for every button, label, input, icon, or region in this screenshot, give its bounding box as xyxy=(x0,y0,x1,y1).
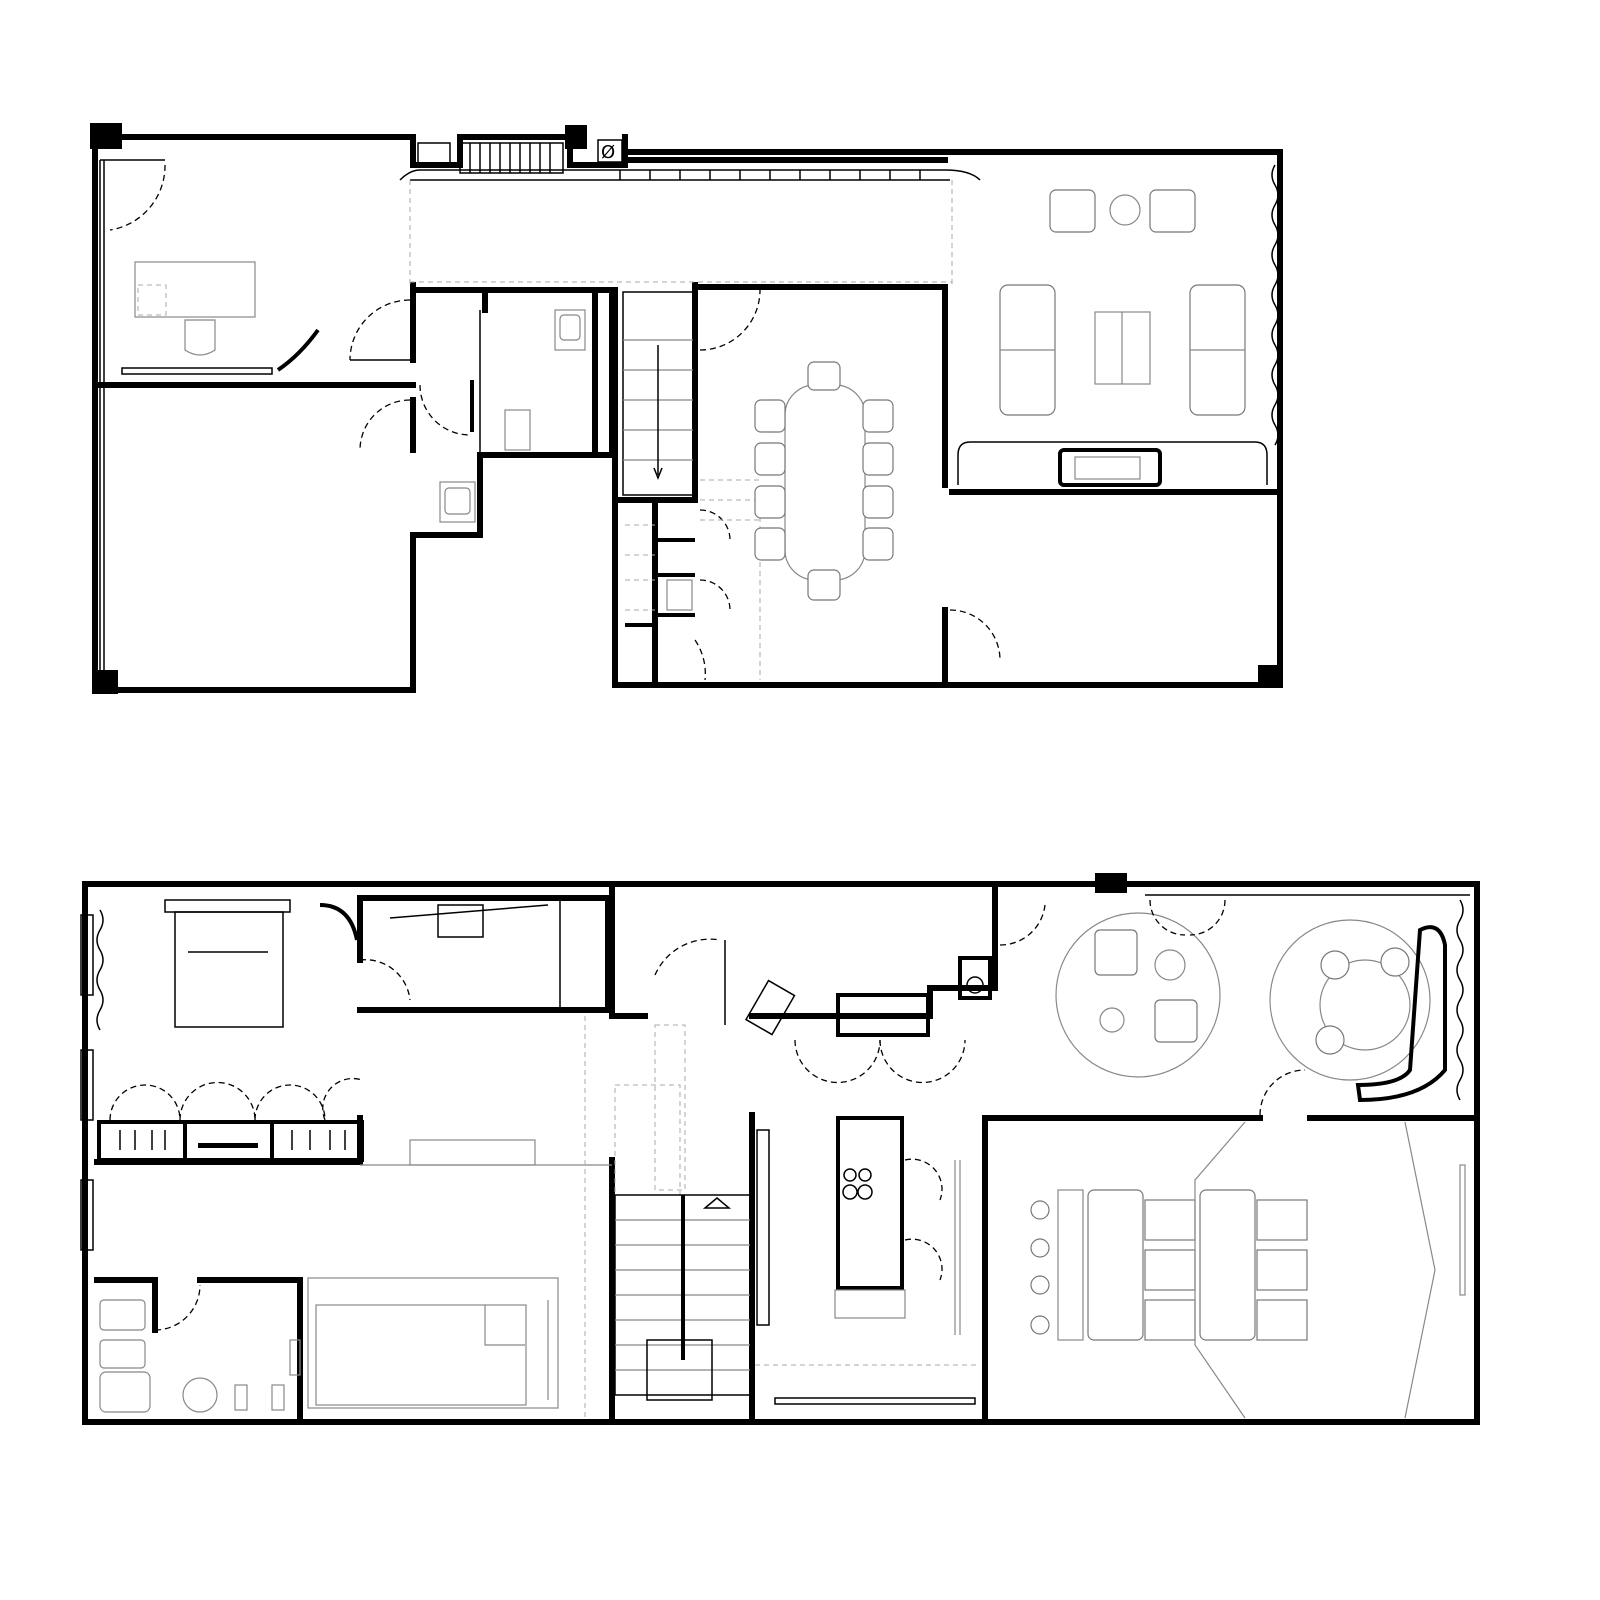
pool xyxy=(307,1277,559,1409)
shaft xyxy=(597,139,623,163)
ensuite-bathroom xyxy=(389,898,561,1010)
upper-stairs xyxy=(622,291,761,680)
upper-window-strip: Ø xyxy=(399,139,981,181)
counter xyxy=(836,993,930,1037)
column xyxy=(1258,665,1282,687)
wardrobe xyxy=(97,1120,364,1162)
upper-lounge xyxy=(957,164,1279,487)
bedroom xyxy=(97,899,612,1166)
radiator xyxy=(121,367,273,375)
conference-table xyxy=(754,361,894,601)
column xyxy=(565,125,587,149)
upper-floor-plan: Ø xyxy=(90,123,1283,694)
upper-bathroom-fixtures xyxy=(439,309,693,611)
lower-floor-plan xyxy=(80,873,1480,1425)
curtain xyxy=(1271,164,1279,446)
cinema-room xyxy=(1030,1121,1466,1419)
lower-left-windows xyxy=(80,909,104,1251)
utility-room xyxy=(99,1284,301,1413)
kitchenette-sink xyxy=(1058,448,1162,487)
curtain xyxy=(96,909,104,1031)
left-windows xyxy=(99,159,165,680)
lower-lounge xyxy=(1055,894,1470,1116)
upper-exterior-walls xyxy=(90,123,1283,694)
column xyxy=(90,123,122,149)
diameter-symbol: Ø xyxy=(601,142,615,163)
kitchen xyxy=(654,904,1046,1405)
office-desk xyxy=(121,261,320,375)
upper-interior-walls xyxy=(97,157,1283,688)
kitchen-island xyxy=(836,1116,904,1290)
curtain xyxy=(1456,899,1464,1101)
railing xyxy=(756,1129,770,1326)
lower-stairs xyxy=(584,1016,770,1420)
upper-doors xyxy=(109,164,1001,681)
radiator-grille xyxy=(459,142,564,174)
column xyxy=(92,670,118,694)
lower-exterior-walls xyxy=(82,873,1480,1425)
column xyxy=(1095,873,1127,893)
